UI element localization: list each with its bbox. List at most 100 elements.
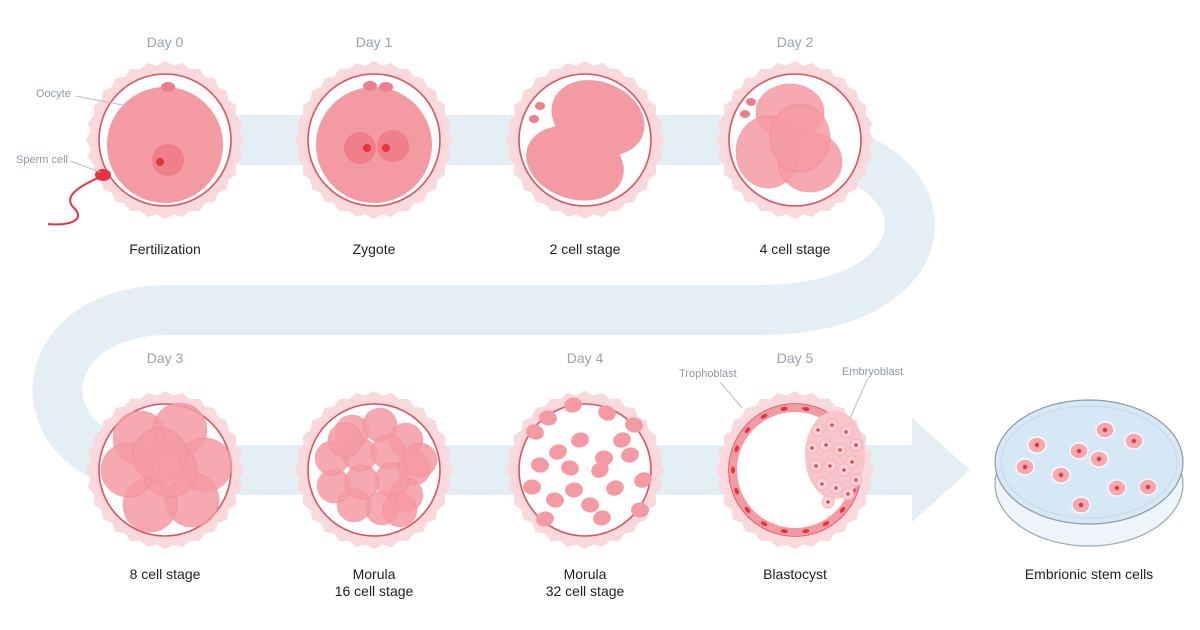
- blastomere: [606, 480, 624, 496]
- trophoblast-nucleus: [734, 445, 739, 453]
- nucleus: [152, 144, 184, 176]
- nucleolus: [382, 144, 390, 152]
- stage-name-line2: 16 cell stage: [334, 583, 414, 599]
- dish-liquid: [994, 399, 1184, 525]
- blastomere: [539, 410, 557, 426]
- nucleolus: [156, 158, 164, 166]
- pronucleus: [377, 130, 409, 162]
- inner-cell-nucleus: [830, 423, 834, 427]
- inner-cell-nucleus: [854, 478, 858, 482]
- trophoblast-nucleus: [802, 406, 810, 411]
- blastomere: [634, 472, 652, 488]
- inner-cell-nucleus: [828, 464, 832, 468]
- trophoblast-nucleus: [760, 521, 768, 527]
- nucleolus: [363, 144, 371, 152]
- stage-name-2-cell: 2 cell stage: [549, 241, 621, 257]
- polar-body: [379, 82, 393, 92]
- polar-body: [535, 102, 545, 110]
- polar-body: [529, 115, 539, 123]
- blastomere: [564, 397, 582, 413]
- trophoblast-nucleus: [760, 413, 768, 419]
- stem-cell-nucleus: [1058, 472, 1064, 478]
- stage-name-blastocyst: Blastocyst: [763, 566, 827, 582]
- stage-name-line2: 32 cell stage: [545, 583, 625, 599]
- embryoblast-annotation: Embryoblast: [842, 366, 904, 378]
- stem-cell-nucleus: [1078, 502, 1084, 508]
- embryo-4-cell: [716, 61, 874, 219]
- day-label: Day 1: [355, 34, 393, 50]
- embryo-zygote: [295, 61, 453, 219]
- blastomere: [561, 460, 579, 476]
- trophoblast-nucleus: [744, 427, 751, 434]
- inner-cell-nucleus: [842, 468, 846, 472]
- day-label: Day 0: [146, 34, 184, 50]
- blastomere: [536, 511, 554, 527]
- stem-cell-nucleus: [1076, 448, 1082, 454]
- blastomere: [625, 417, 643, 433]
- stem-cell-nucleus: [1096, 456, 1102, 462]
- stem-cell-nucleus: [1022, 464, 1028, 470]
- embryoblast-leader-line: [849, 377, 869, 419]
- day-label: Day 4: [566, 350, 604, 366]
- trophoblast-nucleus: [780, 406, 788, 411]
- trophoblast-nucleus: [734, 487, 739, 495]
- stage-name-line1: Morula: [563, 566, 607, 582]
- blastomere: [591, 462, 609, 478]
- oocyte-leader-line: [74, 95, 129, 107]
- blastomere: [402, 442, 438, 478]
- blastomere: [132, 427, 188, 483]
- embryo-morula-32: [506, 391, 664, 549]
- polar-body: [746, 98, 756, 106]
- trophoblast-annotation: Trophoblast: [679, 368, 737, 380]
- sperm-leader-line: [69, 160, 101, 173]
- blastomere: [565, 482, 583, 498]
- inner-cell-nucleus: [826, 500, 830, 504]
- path-arrowhead: [912, 418, 970, 522]
- stem-cell-nucleus: [1034, 442, 1040, 448]
- stem-cell-nucleus: [1102, 427, 1108, 433]
- trophoblast-nucleus: [839, 506, 846, 513]
- blastomere: [621, 447, 639, 463]
- blastomere: [327, 422, 363, 458]
- development-path: [32, 115, 940, 495]
- polar-body: [740, 110, 750, 118]
- dish-rim: [1000, 405, 1178, 519]
- inner-cell-nucleus: [834, 486, 838, 490]
- blastomere: [374, 462, 410, 498]
- embryo-blastocyst: [716, 391, 874, 549]
- stage-name-8-cell: 8 cell stage: [129, 566, 201, 582]
- stem-cell-nucleus: [1131, 438, 1137, 444]
- inner-cell-nucleus: [814, 464, 818, 468]
- pronucleus: [344, 132, 376, 164]
- blastomere: [581, 497, 599, 513]
- stage-name-zygote: Zygote: [352, 241, 396, 257]
- blastomere: [598, 405, 616, 421]
- polar-body: [363, 81, 377, 91]
- blastomere: [549, 444, 567, 460]
- stage-name-4-cell: 4 cell stage: [759, 241, 831, 257]
- blastomere: [595, 450, 613, 466]
- day-label: Day 5: [776, 350, 814, 366]
- trophoblast-nucleus: [780, 529, 788, 534]
- inner-cell-nucleus: [820, 482, 824, 486]
- embryo-2-cell: [506, 61, 664, 219]
- inner-cell-nucleus: [850, 460, 854, 464]
- inner-cell-nucleus: [844, 430, 848, 434]
- blastomere: [526, 424, 544, 440]
- day-label: Day 3: [146, 350, 184, 366]
- embryo-morula-16: [295, 391, 453, 549]
- stage-name-morula-32: Morula 32 cell stage: [546, 566, 625, 600]
- blastomere: [523, 479, 541, 495]
- trophoblast-leader-line: [719, 381, 743, 409]
- inner-cell-nucleus: [838, 448, 842, 452]
- embryo-8-cell: [86, 391, 244, 549]
- embryo-fertilization: [47, 61, 244, 226]
- trophoblast-nucleus: [802, 529, 810, 534]
- blastomere: [546, 492, 564, 508]
- inner-cell-nucleus: [816, 428, 820, 432]
- sperm-annotation: Sperm cell: [16, 154, 68, 166]
- blastomere: [526, 125, 624, 201]
- blastomere: [769, 103, 831, 173]
- inner-cell-nucleus: [824, 443, 828, 447]
